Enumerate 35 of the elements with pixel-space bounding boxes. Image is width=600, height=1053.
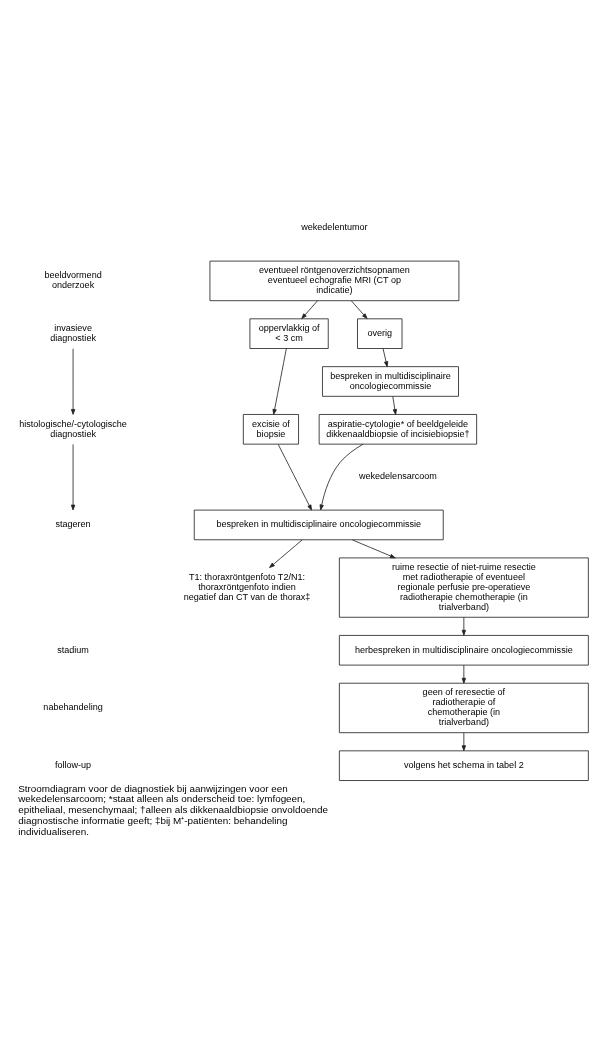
- node-box: oppervlakkig of < 3 cm: [249, 317, 329, 349]
- arrow: [319, 443, 364, 510]
- arrow: [392, 395, 397, 415]
- node-text: invasieve diagnostiek: [50, 322, 96, 343]
- arrow: [461, 664, 466, 684]
- node-box: ruime resectie of niet-ruime resectie met radiotherapie of eventueel regionale perfusie pre-operatieve radiotherapie chemotherapie (in trialverband): [338, 557, 589, 618]
- node-text: stadium: [57, 644, 89, 655]
- node-text: beeldvormend onderzoek: [44, 269, 102, 290]
- node-box: bespreken in multidisciplinaire oncologiecommissie: [322, 365, 459, 397]
- arrow: [277, 443, 312, 510]
- node-text: follow-up: [54, 759, 92, 770]
- node-text: stageren: [55, 518, 91, 529]
- node-text: nabehandeling: [43, 701, 103, 712]
- node-box: herbespreken in multidisciplinaire oncologiecommissie: [338, 634, 589, 665]
- arrow: [272, 347, 287, 415]
- arrow: [382, 347, 389, 367]
- node-box: aspiratie-cytologie* of beeldgeleide dikkenaaldbiopsie of incisiebiopsie†: [318, 413, 478, 445]
- arrow: [269, 539, 303, 568]
- node-box: eventueel röntgenoverzichtsopnamen eventueel echografie MRI (CT op indicatie): [209, 260, 460, 301]
- label: wekedelensarcoom: [358, 470, 437, 481]
- arrow: [70, 347, 76, 415]
- node-box: excisie of biopsie: [242, 413, 299, 445]
- node-box: overig: [357, 317, 403, 349]
- arrow: [461, 616, 466, 636]
- arrow: [350, 299, 368, 319]
- arrow: [301, 299, 318, 319]
- node-box: geen of reresectie of radiotherapie of chemotherapie (in trialverband): [338, 682, 589, 733]
- node-text: histologische/-cytologische diagnostiek: [19, 418, 127, 439]
- label: wekedelentumor: [301, 221, 368, 232]
- node-box: volgens het schema in tabel 2: [338, 749, 589, 781]
- caption: Stroomdiagram voor de diagnostiek bij aanwijzingen voor een wekedelensarcoom; *staat alleen als onderscheid toe: lymfogeen, epitheliaal, mesenchymaal; †alleen als dikkenaaldbiopsie onvoldoende diagnostische informatie geeft; ‡bij M⁺-patiënten: behandeling individualiseren.: [18, 782, 328, 837]
- node-box: bespreken in multidisciplinaire oncologiecommissie: [193, 509, 444, 540]
- node-text: T1: thoraxröntgenfoto T2/N1: thoraxröntgenfoto indien negatief dan CT van de thorax‡: [183, 571, 311, 602]
- arrow: [70, 443, 76, 510]
- arrow: [461, 732, 466, 751]
